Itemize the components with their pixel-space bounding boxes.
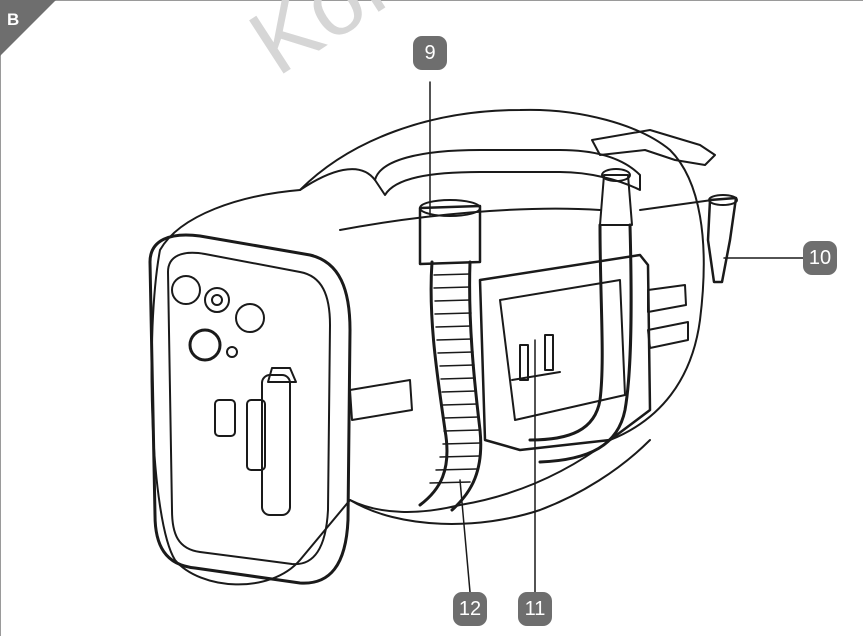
callout-badge-11: 11: [518, 592, 552, 626]
inflation-adapter: [639, 199, 713, 211]
front-socket-left: [171, 275, 201, 305]
device-body: [150, 108, 705, 586]
hose-nozzle-top: [599, 174, 633, 226]
leader-line-12: [459, 479, 471, 593]
callout-badge-9: 9: [413, 36, 447, 70]
front-clip-mid: [246, 399, 266, 471]
cable-holder: [478, 253, 652, 452]
corrugated-hose-right: [528, 223, 604, 442]
hose-holder: [418, 204, 482, 266]
corrugated-hose-left: [418, 260, 449, 507]
front-clip-left: [214, 399, 236, 437]
front-panel-inner: [167, 251, 331, 566]
front-vent: [204, 287, 230, 313]
figure-corner-label: B: [7, 10, 20, 29]
front-panel-outer: [148, 233, 352, 585]
hose-ribs: [429, 273, 481, 484]
front-button: [188, 328, 222, 362]
figure-corner-tab: [0, 0, 56, 56]
device-base: [349, 439, 651, 525]
front-socket-right: [235, 303, 265, 333]
callout-badge-10: 10: [803, 241, 837, 275]
carry-handle: [374, 149, 641, 196]
rear-connector: [591, 129, 716, 166]
front-cylinder: [261, 374, 291, 516]
callout-badge-12: 12: [453, 592, 487, 626]
